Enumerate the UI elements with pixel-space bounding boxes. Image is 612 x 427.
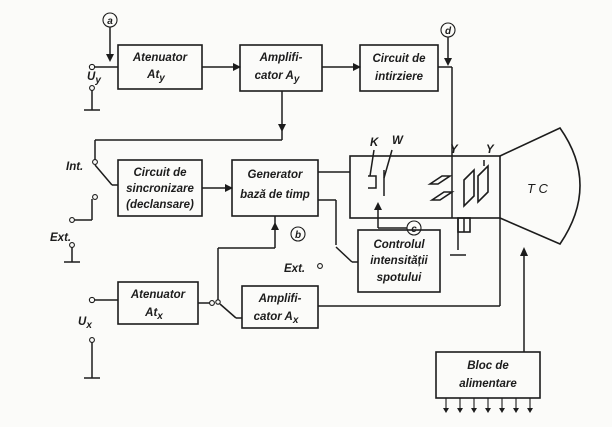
bloc-alimentare-block: Bloc de alimentare bbox=[435, 351, 541, 399]
supply-output-arrows bbox=[443, 398, 533, 413]
sincronizare-line2: sincronizare bbox=[126, 183, 194, 195]
k-label: K bbox=[370, 137, 379, 149]
arrow-sync-generator bbox=[225, 184, 233, 192]
amplificator-y-line2: cator Ay bbox=[255, 70, 300, 85]
generator-baza-timp-block: Generator bază de timp bbox=[231, 159, 319, 217]
sync-source-switch: Int. Ext. bbox=[50, 159, 118, 263]
uy-input: Uy bbox=[84, 63, 118, 111]
ux-label: Ux bbox=[78, 316, 92, 331]
y1-label: Y bbox=[450, 144, 459, 156]
atenuator-y-line2: Aty bbox=[146, 69, 165, 84]
cathode-k bbox=[368, 175, 377, 189]
amplificator-x-line1: Amplifi- bbox=[258, 293, 302, 305]
marker-a: a bbox=[102, 12, 118, 62]
amplificator-y-line1: Amplifi- bbox=[259, 52, 303, 64]
sincronizare-line1: Circuit de bbox=[133, 167, 187, 179]
amplificator-x-block: Amplifi- cator Ax bbox=[241, 285, 319, 329]
uy-label: Uy bbox=[87, 71, 101, 86]
arrow-aty-ay bbox=[233, 63, 241, 71]
y2-label: Y bbox=[486, 144, 495, 156]
marker-d: d bbox=[440, 22, 456, 66]
ext-right-label: Ext. bbox=[284, 263, 305, 275]
atenuator-y-line1: Atenuator bbox=[132, 52, 188, 64]
alimentare-line1: Bloc de bbox=[467, 360, 509, 372]
control-line3: spotului bbox=[377, 272, 423, 284]
control-line1: Controlul bbox=[373, 239, 425, 251]
svg-text:c: c bbox=[411, 224, 417, 235]
deflection-plate-x1 bbox=[463, 168, 475, 208]
tc-label: T C bbox=[527, 181, 549, 196]
marker-b: b bbox=[217, 216, 306, 300]
deflection-plate-x2 bbox=[477, 164, 489, 204]
circuit-intirziere-line2: intirziere bbox=[375, 71, 424, 83]
atenuator-x-line2: Atx bbox=[144, 307, 163, 322]
crt-tube: T C K W Y Y bbox=[349, 126, 581, 256]
circuit-intirziere-line1: Circuit de bbox=[372, 53, 426, 65]
circuit-sincronizare-block: Circuit de sincronizare (declansare) bbox=[117, 159, 203, 217]
atenuator-x-block: Atenuator Atx bbox=[117, 281, 199, 325]
amplificator-x-line2: cator Ax bbox=[254, 311, 299, 326]
deflection-plate-y1 bbox=[427, 175, 453, 185]
amplificator-y-block: Amplifi- cator Ay bbox=[239, 44, 323, 92]
arrow-ay-down bbox=[278, 124, 286, 132]
atenuator-x-line1: Atenuator bbox=[130, 289, 186, 301]
w-label: W bbox=[392, 135, 404, 147]
svg-text:b: b bbox=[295, 230, 301, 241]
generator-line2: bază de timp bbox=[240, 189, 310, 201]
arrow-ay-intirziere bbox=[353, 63, 361, 71]
alimentare-line2: alimentare bbox=[459, 378, 517, 390]
int-label: Int. bbox=[66, 161, 83, 173]
generator-line1: Generator bbox=[248, 169, 303, 181]
intensity-source-switch: Ext. bbox=[284, 246, 358, 275]
atenuator-y-block: Atenuator Aty bbox=[117, 44, 203, 90]
ext-left-label: Ext. bbox=[50, 232, 71, 244]
arrow-alim-up bbox=[520, 247, 528, 256]
svg-text:a: a bbox=[107, 16, 113, 27]
svg-text:d: d bbox=[445, 26, 452, 37]
circuit-intirziere-block: Circuit de intirziere bbox=[359, 44, 439, 92]
marker-c: c bbox=[374, 202, 422, 236]
control-line2: intensității bbox=[370, 255, 428, 267]
x-source-switch bbox=[198, 299, 242, 319]
deflection-plate-y2 bbox=[429, 191, 455, 201]
sincronizare-line3: (declansare) bbox=[126, 199, 194, 211]
controlul-intensitatii-block: Controlul intensității spotului bbox=[357, 229, 441, 293]
ux-input: Ux bbox=[78, 296, 118, 379]
